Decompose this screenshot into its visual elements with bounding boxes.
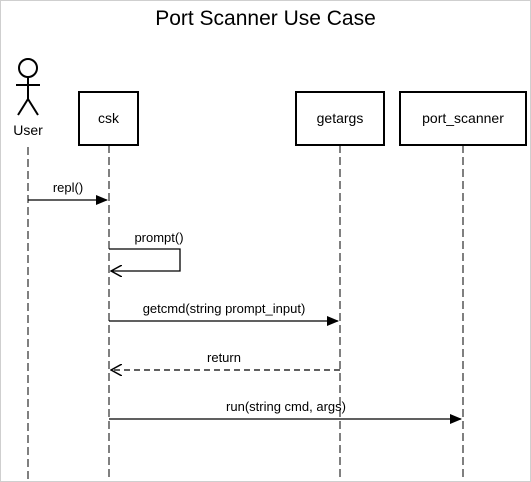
- message-run: run(string cmd, args): [109, 399, 462, 424]
- message-label: getcmd(string prompt_input): [143, 301, 306, 316]
- message-label: repl(): [53, 180, 83, 195]
- participant-getargs: getargs: [295, 91, 385, 146]
- message-prompt: prompt(): [109, 230, 184, 271]
- message-return: return: [111, 350, 340, 370]
- message-getcmd: getcmd(string prompt_input): [109, 301, 339, 326]
- message-label: run(string cmd, args): [226, 399, 346, 414]
- diagram-title: Port Scanner Use Case: [155, 7, 376, 30]
- actor-left-leg: [17, 98, 29, 116]
- participant-label: getargs: [317, 110, 364, 126]
- actor-user: User: [13, 58, 43, 138]
- message-label: return: [207, 350, 241, 365]
- message-arrow: [109, 248, 181, 271]
- actor-head: [18, 58, 38, 78]
- participant-label: csk: [98, 110, 120, 126]
- message-repl: repl(): [28, 180, 108, 205]
- participant-label: port_scanner: [422, 110, 504, 126]
- participant-csk: csk: [78, 91, 139, 146]
- message-label: prompt(): [134, 230, 183, 245]
- participant-box: [78, 91, 139, 146]
- actor-right-leg: [27, 98, 39, 116]
- participant-port-scanner: port_scanner: [399, 91, 527, 146]
- participant-box: [295, 91, 385, 146]
- actor-label: User: [13, 122, 43, 138]
